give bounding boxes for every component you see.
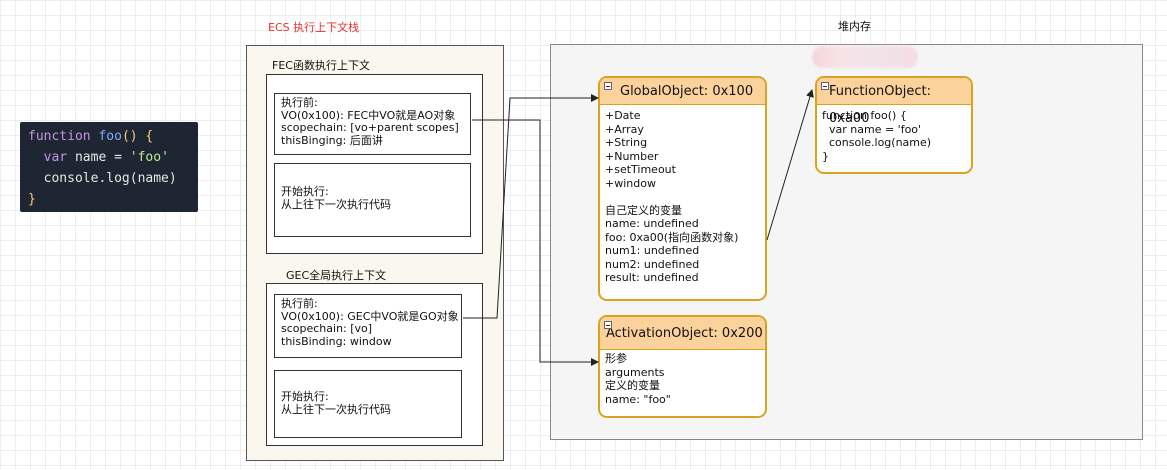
code-line-4: } <box>28 189 198 210</box>
function-object-header: FunctionObject: 0xa00 <box>817 78 971 126</box>
function-object: FunctionObject: 0xa00 function foo() { v… <box>815 76 973 174</box>
collapse-icon[interactable] <box>604 82 612 90</box>
activation-object: ActivationObject: 0x200 形参 arguments 定义的… <box>598 315 767 418</box>
code-operator: = <box>114 150 122 165</box>
activation-object-title: ActivationObject: 0x200 <box>606 326 763 341</box>
fec-title: FEC函数执行上下文 <box>272 59 370 72</box>
code-line-3: console.log(name) <box>28 168 198 189</box>
code-bracket: () { <box>121 129 154 144</box>
code-function-name: foo <box>98 129 122 144</box>
code-variable: name <box>74 150 107 165</box>
global-object: GlobalObject: 0x100 +Date +Array +String… <box>598 76 767 301</box>
function-object-body: function foo() { var name = 'foo' consol… <box>822 109 932 163</box>
code-line-1: function foo() { <box>28 126 198 147</box>
function-object-title: FunctionObject: 0xa00 <box>829 84 932 126</box>
code-string: 'foo' <box>129 150 169 165</box>
activation-object-body: 形参 arguments 定义的变量 name: "foo" <box>605 352 671 406</box>
gec-title: GEC全局执行上下文 <box>286 269 387 282</box>
activation-object-header: ActivationObject: 0x200 <box>600 317 765 350</box>
fec-start-box: 开始执行: 从上往下一次执行代码 <box>274 163 471 237</box>
global-object-header: GlobalObject: 0x100 <box>600 78 765 105</box>
code-keyword: var <box>43 150 68 165</box>
global-object-body: +Date +Array +String +Number +setTimeout… <box>605 109 739 284</box>
collapse-icon[interactable] <box>821 82 829 90</box>
arrow-gec-to-global <box>463 94 599 319</box>
code-statement: console.log(name) <box>43 171 177 186</box>
code-keyword: function <box>28 129 91 144</box>
global-object-title: GlobalObject: 0x100 <box>620 84 754 99</box>
heap-title: 堆内存 <box>838 20 871 33</box>
arrow-fec-to-activation <box>472 119 599 366</box>
arrow-global-to-function <box>766 89 814 241</box>
gec-start-box: 开始执行: 从上往下一次执行代码 <box>274 370 462 438</box>
blurred-region <box>812 46 918 68</box>
code-bracket: } <box>28 192 36 207</box>
gec-before-box: 执行前: VO(0x100): GEC中VO就是GO对象 scopechain:… <box>274 294 462 358</box>
collapse-icon[interactable] <box>604 321 612 329</box>
fec-before-box: 执行前: VO(0x100): FEC中VO就是AO对象 scopechain:… <box>274 93 471 155</box>
ecs-title: ECS 执行上下文栈 <box>268 21 360 34</box>
code-snippet: function foo() { var name = 'foo' consol… <box>20 122 198 212</box>
code-line-2: var name = 'foo' <box>28 147 198 168</box>
